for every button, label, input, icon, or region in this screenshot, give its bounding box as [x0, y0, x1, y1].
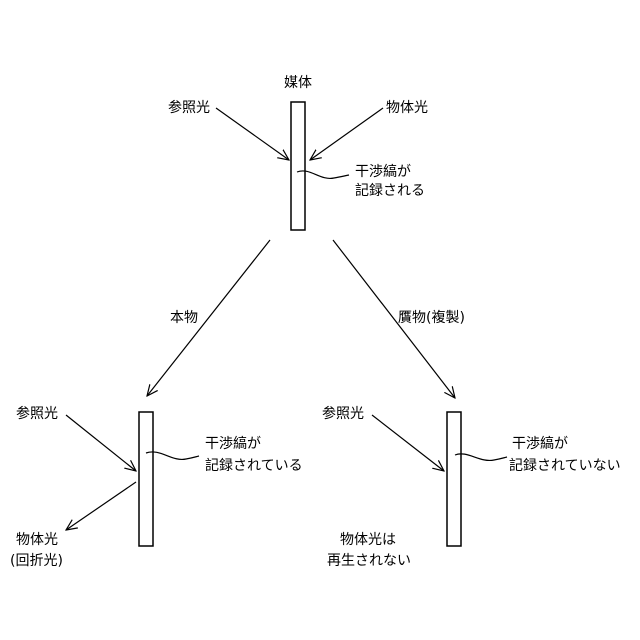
- right-reference-light-label: 参照光: [322, 405, 364, 422]
- left-fringe-leader: [146, 452, 199, 460]
- genuine-branch-arrow: [147, 240, 270, 396]
- left-fringe-label-line1: 干渉縞が: [205, 435, 261, 452]
- right-fringe-label-line1: 干渉縞が: [512, 435, 568, 452]
- top-reference-light-label: 参照光: [168, 99, 210, 116]
- medium-label: 媒体: [284, 75, 312, 91]
- genuine-medium-plate: [139, 412, 153, 546]
- left-object-light-label-line2: (回折光): [10, 553, 63, 569]
- left-reference-light-arrow: [66, 415, 136, 471]
- top-object-light-arrow: [310, 108, 383, 160]
- top-fringe-label-line1: 干渉縞が: [355, 163, 411, 180]
- counterfeit-medium-plate: [447, 412, 461, 546]
- left-reference-light-label: 参照光: [16, 405, 58, 422]
- right-object-light-label-line2: 再生されない: [327, 553, 411, 569]
- right-fringe-label-line2: 記録されていない: [509, 457, 621, 474]
- right-reference-light-arrow: [372, 415, 444, 471]
- left-fringe-label-line2: 記録されている: [205, 457, 303, 474]
- genuine-label: 本物: [170, 310, 198, 326]
- top-fringe-label-line2: 記録される: [355, 182, 425, 199]
- left-object-light-label-line1: 物体光: [16, 532, 58, 548]
- top-reference-light-arrow: [216, 108, 289, 160]
- left-diffracted-light-arrow: [66, 482, 136, 530]
- right-object-light-label-line1: 物体光は: [340, 532, 396, 548]
- counterfeit-label: 贋物(複製): [398, 309, 465, 326]
- right-fringe-leader: [455, 454, 507, 461]
- top-object-light-label: 物体光: [386, 100, 428, 116]
- medium-plate: [291, 102, 305, 230]
